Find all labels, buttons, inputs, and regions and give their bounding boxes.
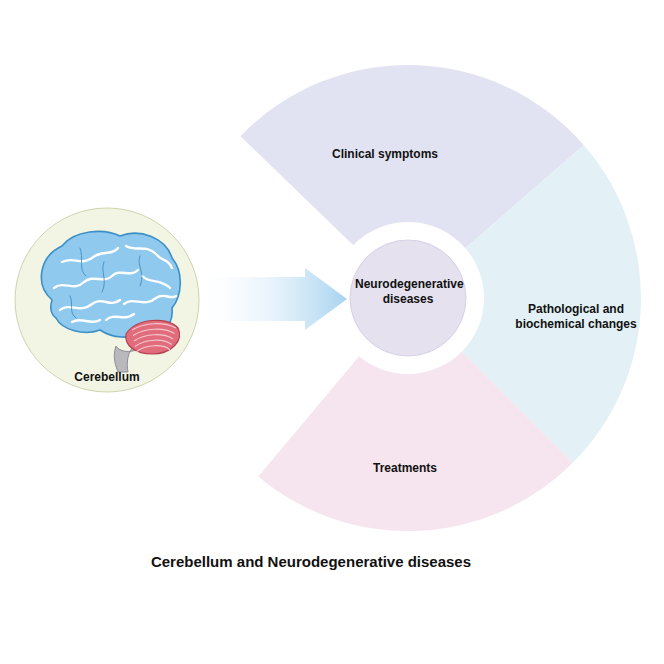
node-label: Pathological and biochemical changes: [510, 302, 642, 332]
ring-segment: Treatments: [257, 350, 574, 532]
diagram-title: Cerebellum and Neurodegenerative disease…: [151, 553, 471, 570]
center-circle: Neurodegenerative diseases: [349, 239, 467, 357]
ring-segment-shape: [257, 350, 574, 532]
node-label: Neurodegenerative diseases: [355, 277, 461, 307]
cerebellum-circle-shape: [14, 207, 200, 393]
cerebellum-circle: Cerebellum: [14, 207, 200, 393]
node-label: Treatments: [330, 461, 480, 476]
block-arrow: [204, 268, 347, 330]
node-label: Cerebellum: [47, 370, 167, 385]
node-label: Clinical symptoms: [310, 147, 460, 162]
